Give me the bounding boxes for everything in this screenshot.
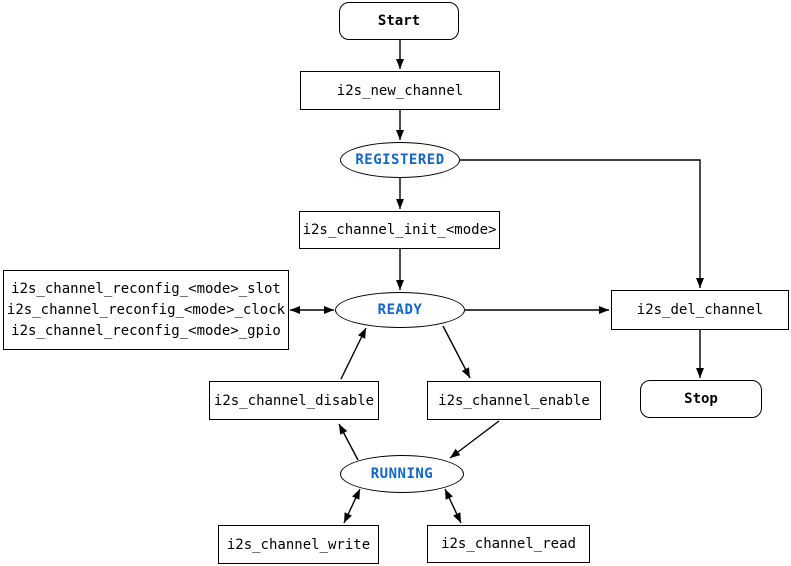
- node-i2s-del-channel: i2s_del_channel: [611, 290, 789, 330]
- arrow-running-to-disable: [338, 423, 359, 461]
- arrow-enable-to-running: [449, 420, 500, 459]
- state-ready: READY: [335, 292, 465, 328]
- arrow-running-write-double: [343, 488, 361, 524]
- node-start: Start: [339, 2, 459, 40]
- reconfig-clock-label: i2s_channel_reconfig_<mode>_clock: [6, 301, 286, 318]
- node-i2s-new-channel: i2s_new_channel: [300, 71, 500, 110]
- reconfig-gpio-label: i2s_channel_reconfig_<mode>_gpio: [11, 322, 281, 339]
- node-i2s-channel-enable: i2s_channel_enable: [427, 381, 601, 420]
- node-i2s-channel-reconfig: i2s_channel_reconfig_<mode>_slot i2s_cha…: [3, 270, 289, 350]
- arrow-disable-to-ready: [340, 327, 367, 380]
- node-stop: Stop: [640, 380, 762, 418]
- state-registered: REGISTERED: [340, 142, 460, 178]
- reconfig-slot-label: i2s_channel_reconfig_<mode>_slot: [11, 280, 281, 297]
- arrow-ready-to-enable: [442, 325, 471, 379]
- node-i2s-channel-read: i2s_channel_read: [427, 525, 590, 563]
- node-i2s-channel-write: i2s_channel_write: [218, 525, 379, 564]
- node-i2s-channel-disable: i2s_channel_disable: [209, 381, 379, 420]
- node-i2s-channel-init: i2s_channel_init_<mode>: [299, 211, 500, 249]
- arrow-running-read-double: [444, 488, 462, 524]
- state-running: RUNNING: [340, 455, 464, 493]
- arrow-registered-to-del-channel: [460, 159, 704, 288]
